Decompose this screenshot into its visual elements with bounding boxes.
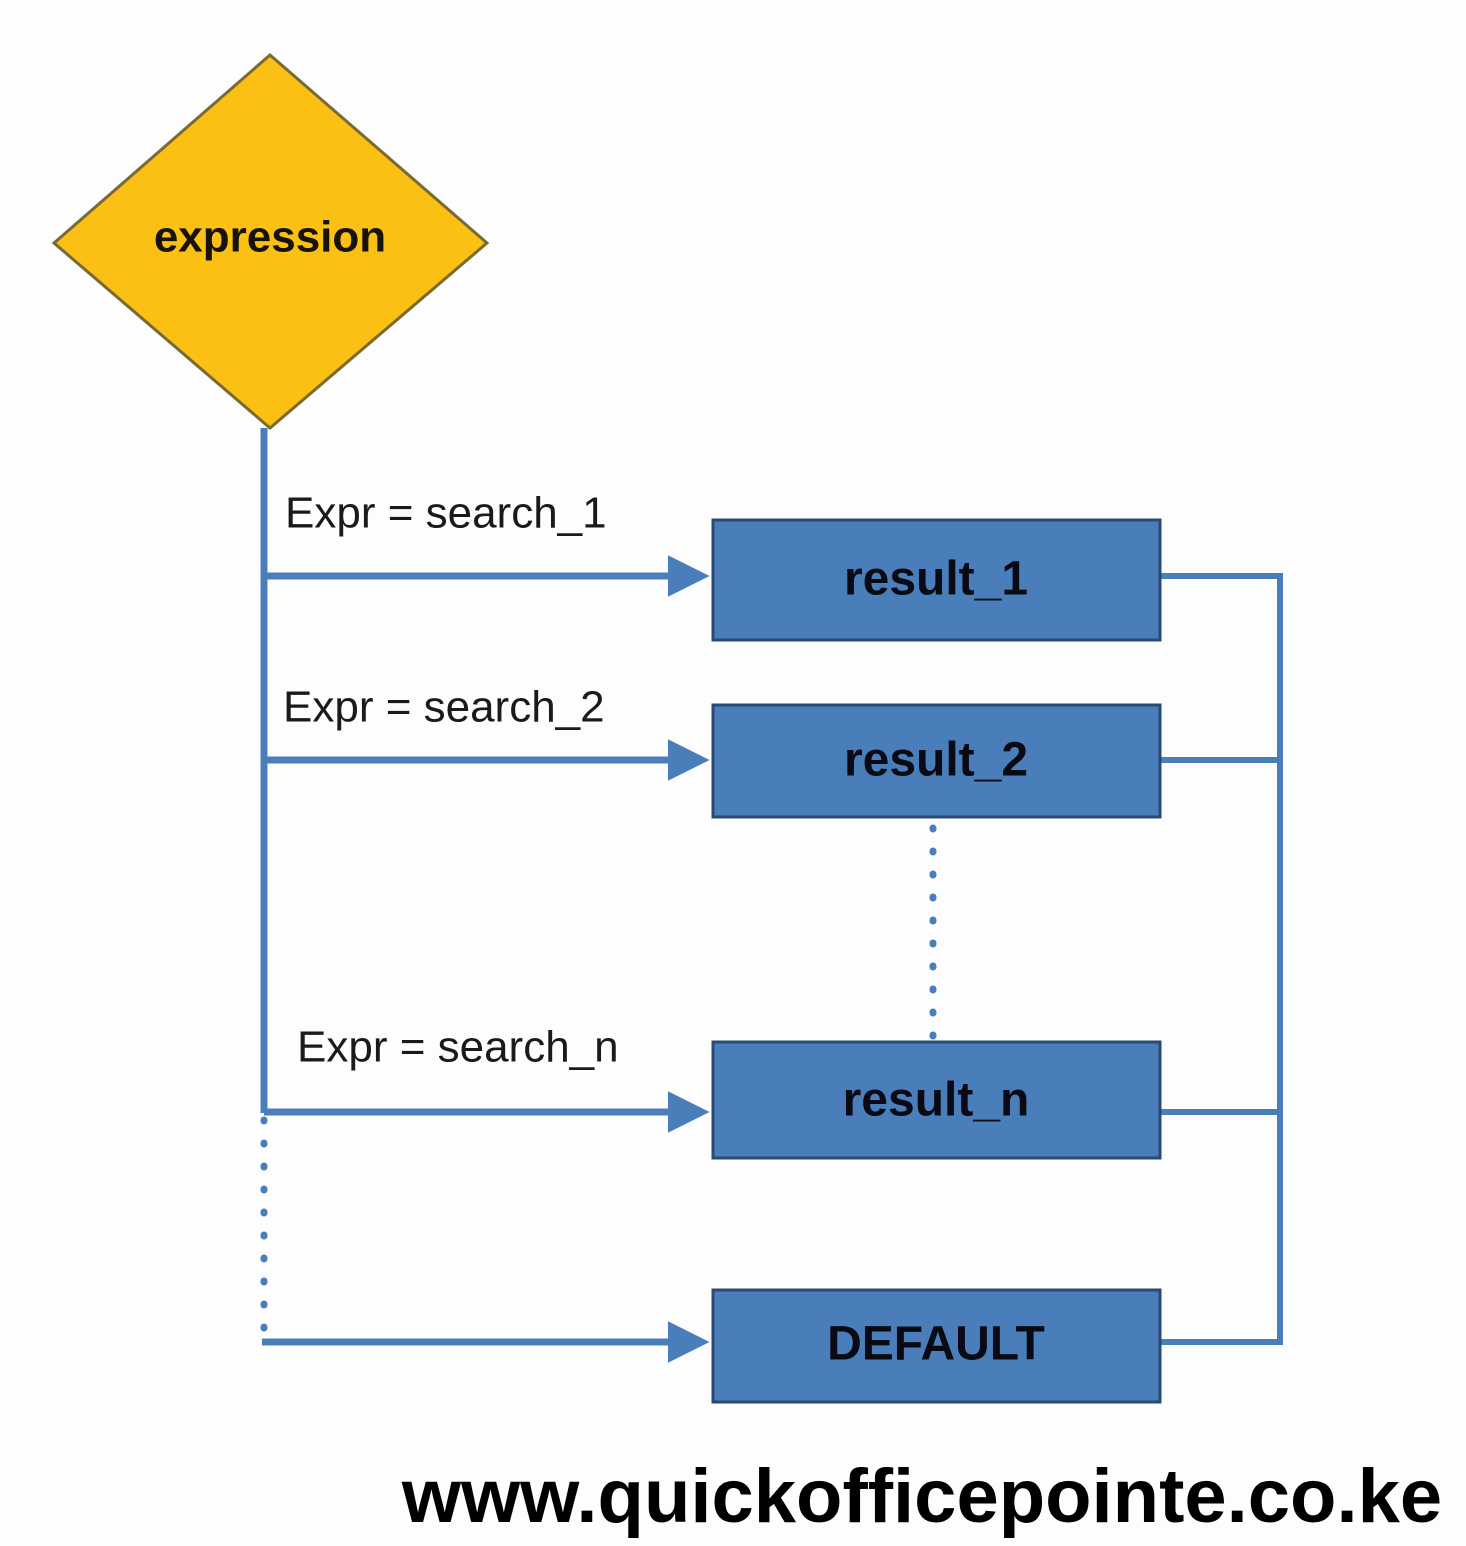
process-label-default: DEFAULT — [827, 1318, 1045, 1371]
edge-label-search-1: Expr = search_1 — [285, 489, 607, 538]
edge-label-search-n: Expr = search_n — [297, 1023, 619, 1072]
decision-label: expression — [154, 213, 386, 262]
process-label-result-2: result_2 — [844, 734, 1028, 787]
site-watermark: www.quickofficepointe.co.ke — [401, 1454, 1442, 1539]
process-label-result-1: result_1 — [844, 553, 1028, 606]
edge-label-search-2: Expr = search_2 — [283, 683, 605, 732]
process-box-default[interactable] — [711, 1288, 1162, 1404]
process-box-result-n[interactable] — [711, 1040, 1162, 1160]
process-box-result-2[interactable] — [711, 703, 1162, 819]
process-label-result-n: result_n — [843, 1074, 1030, 1127]
decision-diamond[interactable] — [51, 53, 490, 430]
process-box-result-1[interactable] — [711, 518, 1162, 642]
